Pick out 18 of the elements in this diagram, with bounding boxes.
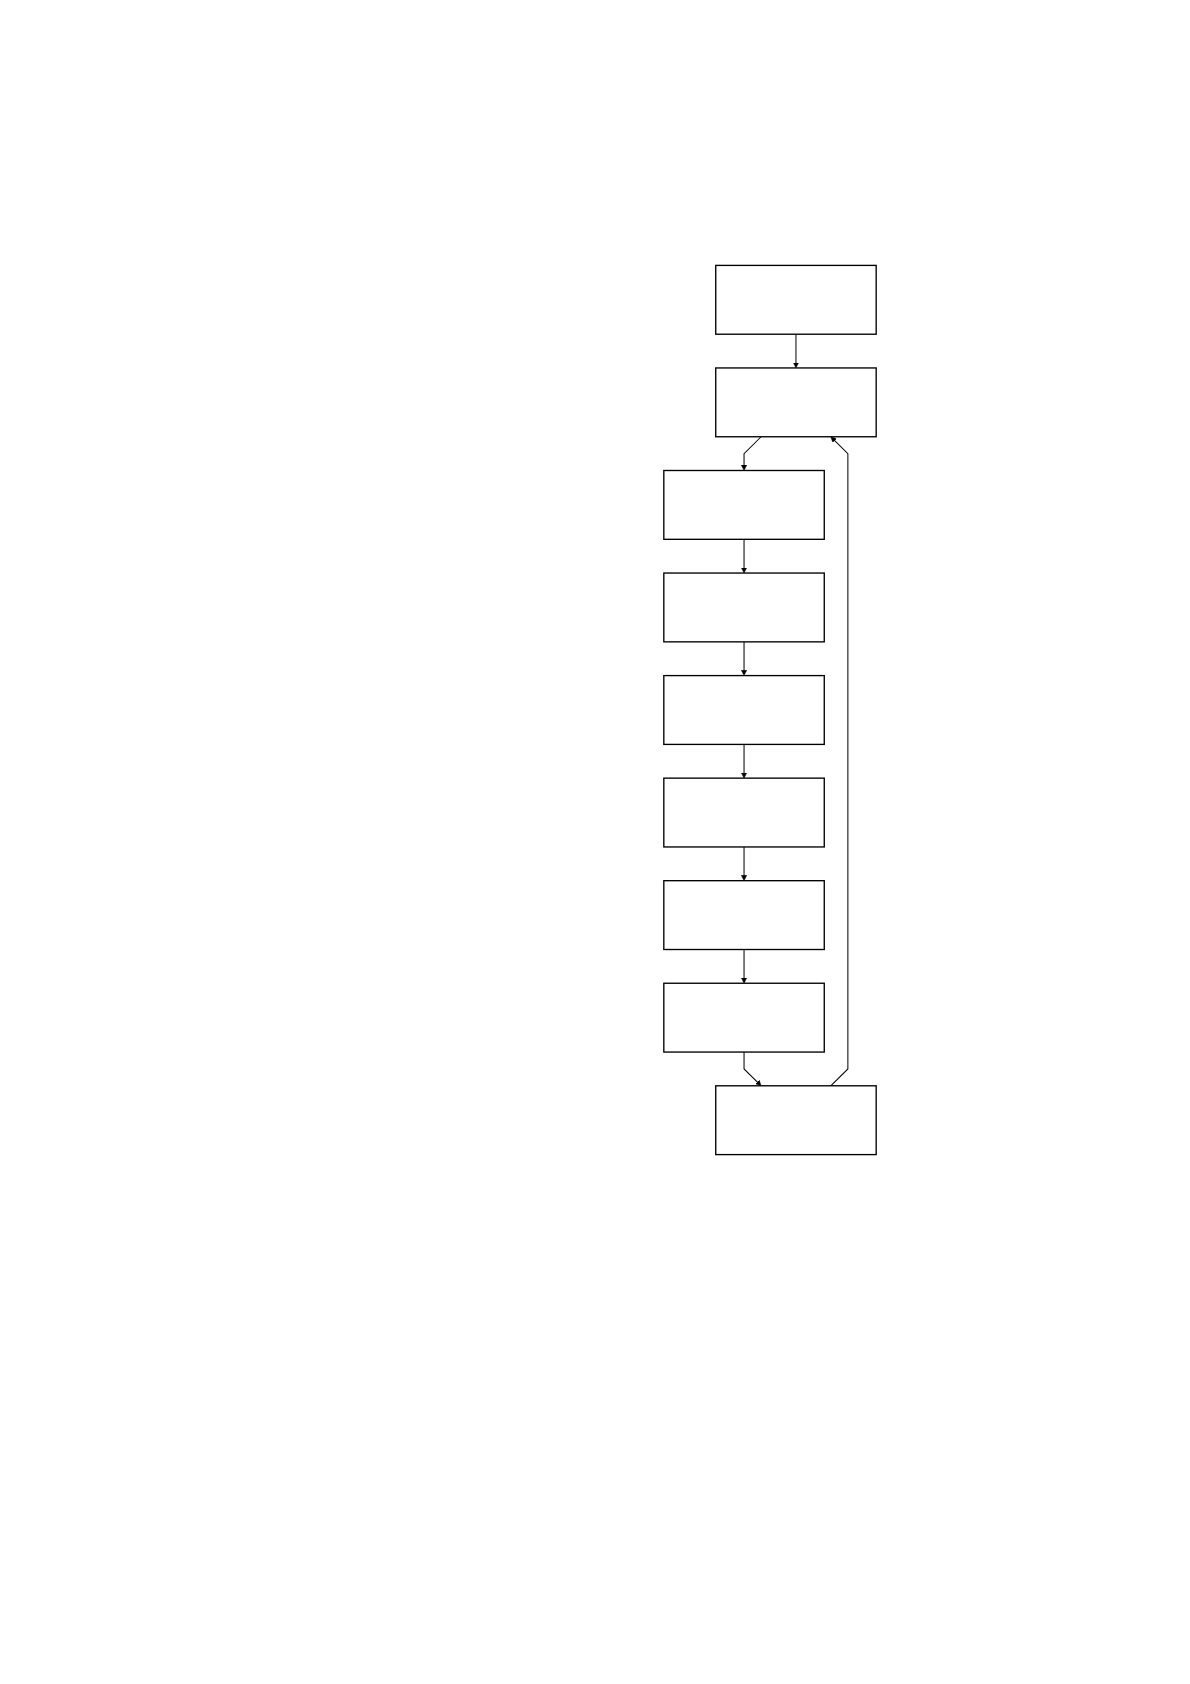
node-box — [715, 367, 877, 438]
arrow — [741, 846, 747, 881]
arrow — [743, 1051, 762, 1087]
arrow — [741, 641, 747, 676]
node-box — [663, 469, 825, 540]
node-box — [663, 880, 825, 951]
node-box — [663, 572, 825, 643]
node-box — [663, 777, 825, 848]
node-box — [663, 982, 825, 1053]
arrow — [741, 743, 747, 779]
arrow — [741, 949, 747, 984]
arrow — [830, 436, 849, 1087]
arrow — [793, 333, 799, 369]
arrow — [741, 538, 747, 574]
node-box — [715, 1085, 877, 1156]
node-box — [663, 674, 825, 746]
node-box — [715, 264, 877, 335]
arrow — [741, 436, 762, 471]
